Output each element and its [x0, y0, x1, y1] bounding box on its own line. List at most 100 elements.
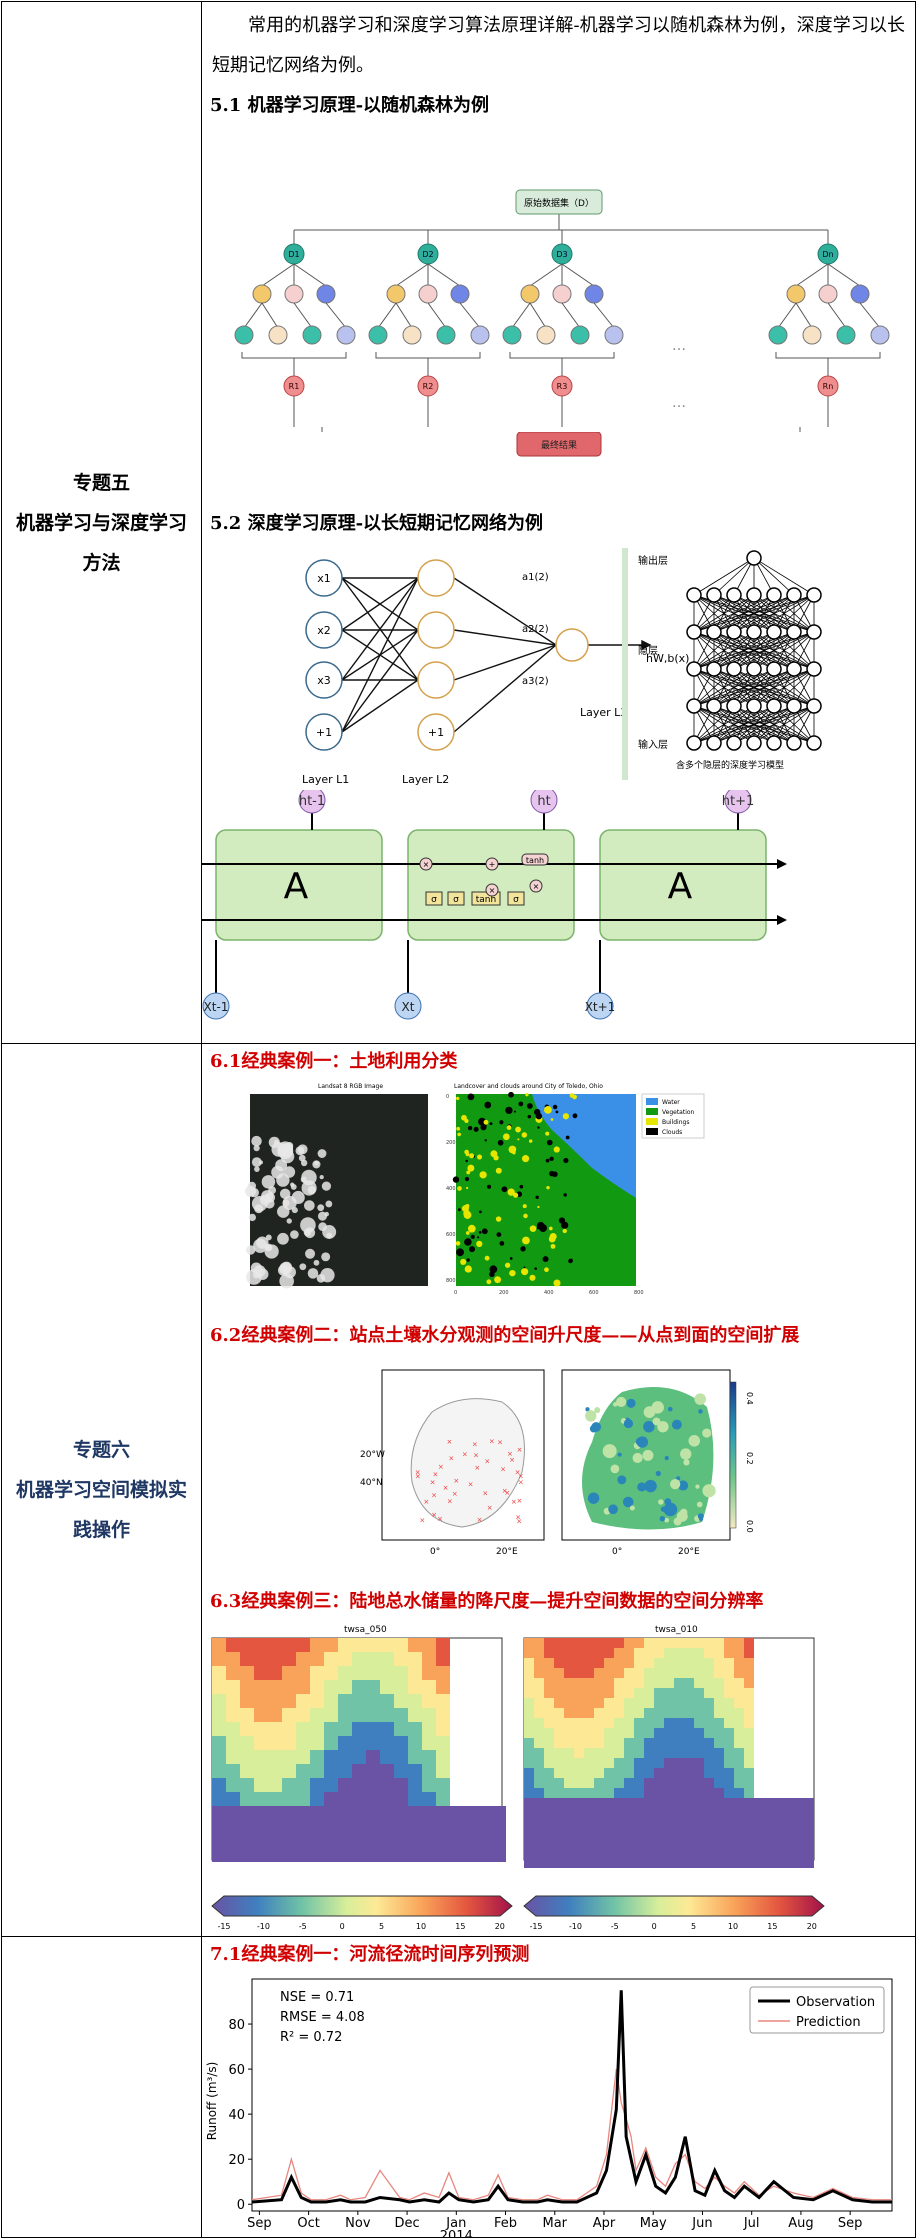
rf-leaf-node	[502, 325, 522, 345]
landcover-patch	[467, 1164, 475, 1172]
upscaled-patch	[702, 1484, 716, 1498]
landsat-cloud	[318, 1222, 327, 1232]
rf-bracket	[509, 352, 615, 359]
twsa-cell	[450, 1820, 464, 1834]
landcover-patch	[519, 1184, 524, 1189]
twsa-cell	[422, 1736, 436, 1750]
twsa-cell	[574, 1658, 584, 1668]
upscaled-patch	[622, 1496, 634, 1508]
twsa-cell	[524, 1678, 534, 1688]
twsa-cell	[594, 1638, 604, 1648]
twsa-cell	[212, 1680, 226, 1694]
rf-mid-node	[450, 284, 470, 304]
rf-leaf-node	[470, 325, 490, 345]
twsa-cell	[704, 1678, 714, 1688]
twsa-cell	[380, 1652, 394, 1666]
twsa-cell	[436, 1694, 450, 1708]
twsa-cell	[564, 1738, 574, 1748]
twsa-cell	[744, 1758, 754, 1768]
twsa-cell	[624, 1728, 634, 1738]
twsa-cell	[724, 1778, 734, 1788]
twsa-cell	[714, 1638, 724, 1648]
station-marker: ×	[484, 1458, 490, 1466]
twsa-cell	[674, 1828, 684, 1838]
landcover-patch	[456, 1248, 464, 1257]
twsa-cell	[324, 1820, 338, 1834]
landcover-patch	[501, 1186, 508, 1193]
rf-edge	[395, 302, 413, 329]
heading-7-1: 7.1经典案例一：河流径流时间序列预测	[210, 1944, 530, 1965]
twsa-cell	[624, 1738, 634, 1748]
twsa-cell	[754, 1848, 764, 1858]
twsa-cell	[338, 1820, 352, 1834]
landcover-patch	[555, 1110, 559, 1114]
twsa-cell	[624, 1708, 634, 1718]
twsa-cell	[724, 1648, 734, 1658]
twsa-cell	[584, 1818, 594, 1828]
deep-edge	[753, 594, 815, 633]
sm-cbar-tick-3: 0.0	[745, 1520, 754, 1533]
rf-edge	[459, 302, 481, 329]
rf-result-label: R3	[557, 382, 568, 391]
landsat-cloud	[317, 1149, 327, 1158]
rf-edge	[561, 302, 581, 329]
twsa-cell	[594, 1728, 604, 1738]
landcover-patch	[463, 1209, 471, 1217]
twsa-cell	[554, 1668, 564, 1678]
twsa-cell	[684, 1798, 694, 1808]
twsa-cell	[394, 1764, 408, 1778]
twsa-cell	[594, 1708, 604, 1718]
sm-colorbar	[729, 1381, 737, 1529]
twsa-cell	[594, 1798, 604, 1808]
twsa-cell	[664, 1638, 674, 1648]
twsa-cell	[634, 1758, 644, 1768]
twsa-cell	[624, 1678, 634, 1688]
twsa-cell	[268, 1848, 282, 1862]
rf-dots-1: …	[672, 338, 686, 354]
nn-input-label: x2	[317, 624, 331, 637]
rf-leaf-node	[336, 325, 356, 345]
landsat-cloud	[299, 1263, 307, 1271]
heading-5-2: 5.2 深度学习原理-以长短期记忆网络为例	[210, 513, 544, 534]
station-marker: ×	[474, 1464, 480, 1472]
twsa-cell	[564, 1658, 574, 1668]
landsat-cloud	[290, 1230, 299, 1239]
twsa-cell	[324, 1708, 338, 1722]
twsa-cell	[380, 1722, 394, 1736]
twsa-cell	[704, 1638, 714, 1648]
landcover-patch	[517, 1138, 520, 1141]
twsa-cell	[492, 1848, 506, 1862]
deep-output-label: 输出层	[638, 554, 668, 567]
station-marker: ×	[431, 1492, 437, 1500]
heading-6-2: 6.2经典案例二：站点土壤水分观测的空间升尺度——从点到面的空间扩展	[210, 1325, 800, 1346]
landcover-patch	[523, 1266, 526, 1269]
twsa-cell	[544, 1838, 554, 1848]
twsa-cell	[654, 1688, 664, 1698]
twsa-cell	[684, 1808, 694, 1818]
twsa-cell	[310, 1694, 324, 1708]
twsa-cell	[352, 1834, 366, 1848]
lstm-op	[485, 883, 499, 897]
twsa-cell	[310, 1638, 324, 1652]
twsa-cell	[554, 1858, 564, 1868]
soil-moisture-figure: ××××××××××××××××××××××××××××××××××××××××…	[360, 1369, 754, 1557]
rf-edge	[827, 302, 847, 329]
twsa-cell	[674, 1698, 684, 1708]
twsa-cell	[534, 1668, 544, 1678]
twsa-cell	[634, 1738, 644, 1748]
rf-edge	[395, 263, 429, 287]
twsa-cell	[704, 1778, 714, 1788]
landsat-cloud	[301, 1180, 317, 1196]
twsa-cell	[352, 1638, 366, 1652]
twsa-cell	[394, 1680, 408, 1694]
twsa-cell	[212, 1694, 226, 1708]
twsa-cell	[644, 1718, 654, 1728]
twsa-cell	[744, 1678, 754, 1688]
twsa-cell	[324, 1806, 338, 1820]
twsa-cell	[574, 1828, 584, 1838]
landcover-patch	[469, 1246, 476, 1253]
station-marker: ×	[517, 1497, 523, 1505]
twsa-cell	[296, 1778, 310, 1792]
observation-line	[251, 1990, 892, 2204]
twsa-cell	[310, 1764, 324, 1778]
